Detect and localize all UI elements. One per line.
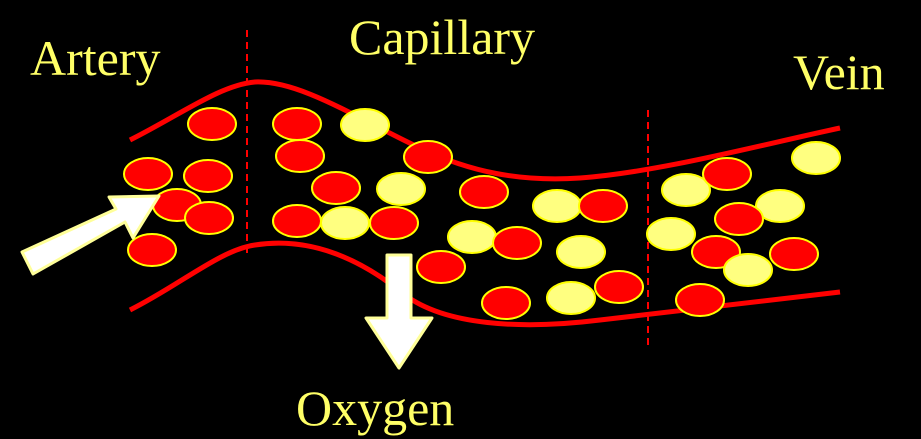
vein-label: Vein [793, 47, 885, 97]
deoxygenated-blood-cell [321, 207, 369, 239]
oxygenated-red-blood-cell [715, 203, 763, 235]
oxygenated-red-blood-cell [185, 202, 233, 234]
deoxygenated-blood-cell [533, 190, 581, 222]
deoxygenated-blood-cell [341, 109, 389, 141]
oxygen-label: Oxygen [296, 383, 454, 433]
blood-cells [124, 108, 840, 319]
deoxygenated-blood-cell [377, 173, 425, 205]
deoxygenated-blood-cell [647, 218, 695, 250]
oxygenated-red-blood-cell [595, 271, 643, 303]
deoxygenated-blood-cell [547, 282, 595, 314]
oxygenated-red-blood-cell [417, 251, 465, 283]
oxygenated-red-blood-cell [676, 284, 724, 316]
oxygenated-red-blood-cell [124, 158, 172, 190]
oxygenated-red-blood-cell [273, 108, 321, 140]
oxygenated-red-blood-cell [493, 227, 541, 259]
oxygenated-red-blood-cell [404, 141, 452, 173]
oxygenated-red-blood-cell [184, 160, 232, 192]
oxygenated-red-blood-cell [188, 108, 236, 140]
artery-label: Artery [30, 33, 161, 83]
oxygenated-red-blood-cell [276, 140, 324, 172]
oxygenated-red-blood-cell [460, 176, 508, 208]
oxygenated-red-blood-cell [370, 207, 418, 239]
deoxygenated-blood-cell [557, 236, 605, 268]
oxygenated-red-blood-cell [273, 205, 321, 237]
deoxygenated-blood-cell [724, 254, 772, 286]
deoxygenated-blood-cell [662, 174, 710, 206]
oxygenated-red-blood-cell [579, 190, 627, 222]
oxygenated-red-blood-cell [312, 172, 360, 204]
oxygenated-red-blood-cell [770, 238, 818, 270]
oxygenated-red-blood-cell [703, 158, 751, 190]
oxygenated-red-blood-cell [128, 234, 176, 266]
capillary-label: Capillary [349, 12, 535, 62]
deoxygenated-blood-cell [448, 221, 496, 253]
oxygenated-red-blood-cell [482, 287, 530, 319]
deoxygenated-blood-cell [792, 142, 840, 174]
